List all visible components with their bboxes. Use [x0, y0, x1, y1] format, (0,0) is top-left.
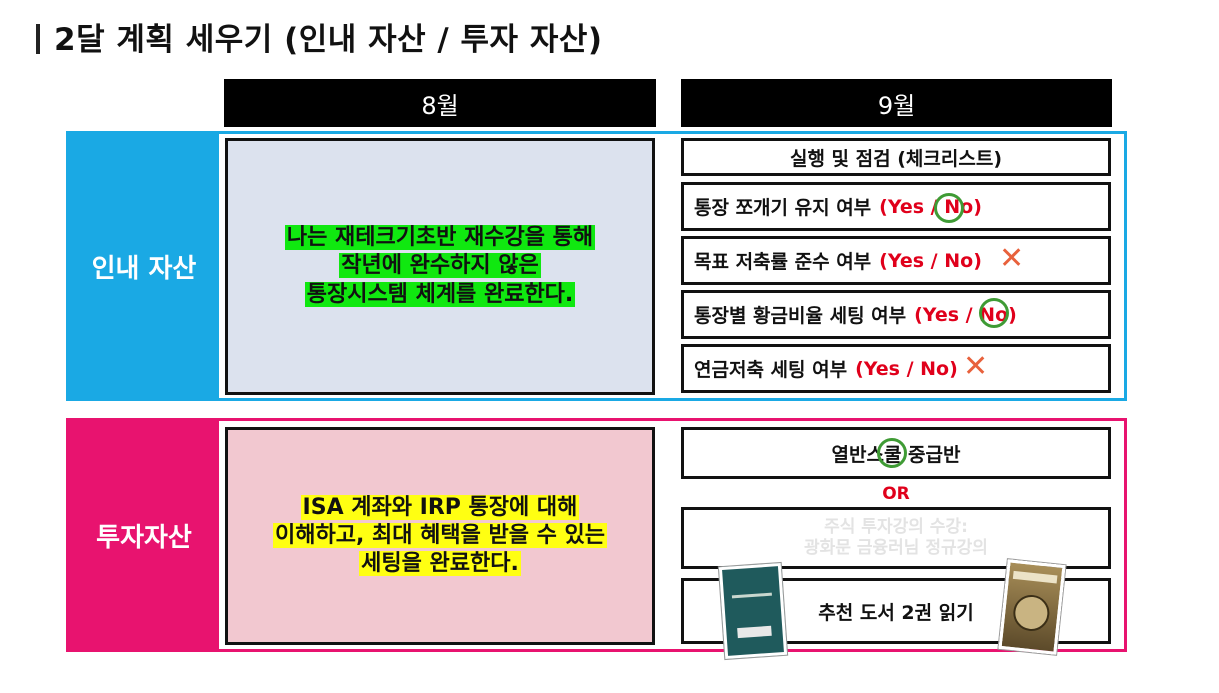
- or-label: OR: [882, 484, 910, 504]
- investment-section: 투자자산: [66, 418, 1127, 652]
- book-cover-image: [998, 559, 1066, 655]
- checklist-header: 실행 및 점검 (체크리스트): [681, 138, 1111, 176]
- patience-goal-line: 작년에 완수하지 않은: [339, 253, 541, 279]
- checklist-item: 목표 저축률 준수 여부(Yes / No): [681, 236, 1111, 285]
- patience-goal-box: 나는 재테크기초반 재수강을 통해 작년에 완수하지 않은 통장시스템 체계를 …: [225, 138, 655, 395]
- investment-goal-text: ISA 계좌와 IRP 통장에 대해 이해하고, 최대 혜택을 받을 수 있는 …: [272, 494, 607, 578]
- book-cover-image: [718, 562, 788, 660]
- month-header-august: 8월: [224, 79, 656, 127]
- title-bar-icon: [36, 24, 40, 54]
- page-title: 2달 계획 세우기 (인내 자산 / 투자 자산): [36, 14, 603, 59]
- investment-goal-line: 세팅을 완료한다.: [359, 551, 521, 577]
- option-stock-lecture-line: 주식 투자강의 수강:: [824, 516, 968, 537]
- option-stock-lecture-line: 광화문 금융러님 정규강의: [804, 538, 988, 558]
- checklist-item: 통장별 황금비율 세팅 여부(Yes / No): [681, 290, 1111, 339]
- option-course-box: 열반스쿨 중급반: [681, 427, 1111, 479]
- month-header-september: 9월: [681, 79, 1112, 127]
- investment-goal-line: ISA 계좌와 IRP 통장에 대해: [300, 494, 580, 520]
- investment-goal-line: 이해하고, 최대 혜택을 받을 수 있는: [272, 522, 607, 548]
- patience-goal-line: 나는 재테크기초반 재수강을 통해: [284, 225, 596, 251]
- patience-section: 인내 자산: [66, 131, 1127, 401]
- patience-goal-line: 통장시스템 체계를 완료한다.: [304, 281, 576, 307]
- option-stock-lecture-box: 주식 투자강의 수강: 광화문 금융러님 정규강의: [681, 507, 1111, 569]
- investment-goal-box: ISA 계좌와 IRP 통장에 대해 이해하고, 최대 혜택을 받을 수 있는 …: [225, 427, 655, 645]
- patience-label: 인내 자산: [69, 134, 219, 398]
- checklist-item: 연금저축 세팅 여부(Yes / No): [681, 344, 1111, 393]
- investment-label: 투자자산: [69, 421, 219, 649]
- checklist-item: 통장 쪼개기 유지 여부(Yes / No): [681, 182, 1111, 231]
- patience-goal-text: 나는 재테크기초반 재수강을 통해 작년에 완수하지 않은 통장시스템 체계를 …: [284, 224, 596, 308]
